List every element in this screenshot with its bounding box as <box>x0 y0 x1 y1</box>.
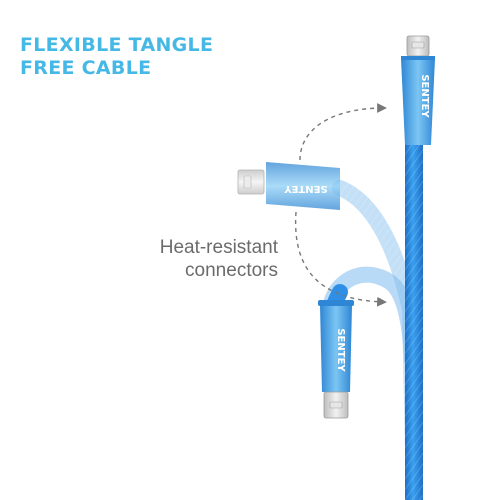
callout-line-2: connectors <box>185 260 278 281</box>
middle-connector-logo: SENTEY <box>284 183 328 194</box>
top-connector: SENTEY <box>401 35 435 145</box>
main-cable <box>405 145 423 500</box>
top-connector-logo: SENTEY <box>419 74 430 118</box>
headline: FLEXIBLE TANGLE FREE CABLE <box>20 34 213 80</box>
bottom-connector-logo: SENTEY <box>335 328 346 372</box>
callout-line-1: Heat-resistant <box>159 237 278 258</box>
arrow-up-icon <box>299 103 387 161</box>
callout-heat-resistant: Heat-resistant connectors <box>118 236 278 282</box>
motion-arrows <box>294 103 387 307</box>
headline-line-1: FLEXIBLE TANGLE <box>20 34 214 56</box>
middle-connector: SENTEY <box>237 162 340 210</box>
headline-line-2: FREE CABLE <box>20 57 152 79</box>
bottom-connector: SENTEY <box>318 300 354 419</box>
arrow-down-icon <box>294 211 387 307</box>
